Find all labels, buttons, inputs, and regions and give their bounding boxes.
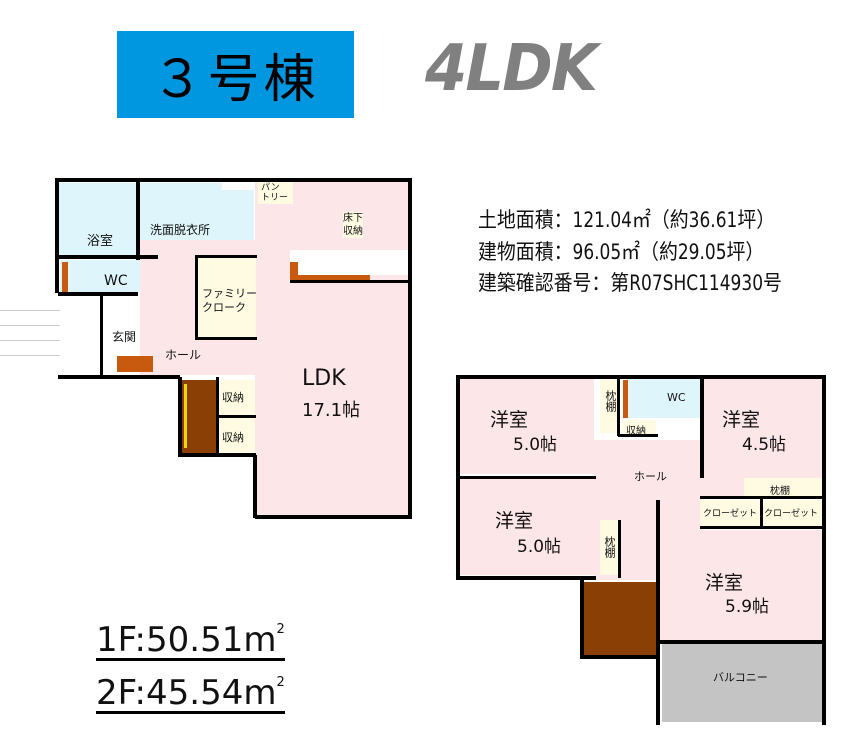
shelf-ne: [744, 478, 822, 496]
family-closet: [198, 258, 256, 338]
f1-west-wall-upper: [55, 178, 59, 293]
wash-room-ext: [222, 190, 254, 245]
label-bath: 浴室: [87, 234, 114, 249]
kitchen-back-wall: [290, 280, 410, 283]
floor1-area: 1F:50.51m2: [96, 612, 285, 661]
property-info: 土地面積：121.04㎡（約36.61坪） 建物面積：96.05㎡（約29.05…: [478, 205, 782, 300]
storage-west-wall: [216, 377, 219, 455]
f2-south-wall-west: [456, 576, 596, 580]
storage-divider: [216, 415, 256, 418]
label-room-ne: 洋室: [722, 409, 761, 431]
f1-ldk-west-wall: [253, 455, 257, 518]
bath-wash-wall: [136, 182, 140, 260]
label-storage-2: 収納: [222, 431, 244, 444]
label-room-nw-size: 5.0帖: [513, 435, 558, 455]
kitchen-counter-end: [290, 262, 298, 276]
closet-north-wall: [700, 496, 826, 499]
closet-north-wall: [195, 255, 257, 258]
label-room-w-size: 5.0帖: [517, 537, 562, 557]
wc-f2-wall-accent: [623, 380, 628, 418]
f1-south-wall-ldk: [255, 515, 412, 519]
kitchen-counter: [290, 250, 408, 275]
label-room-se-size: 5.9帖: [725, 597, 770, 617]
label-room-nw: 洋室: [490, 409, 529, 431]
stair-west-wall: [580, 580, 584, 658]
balcony-north-wall: [658, 640, 826, 644]
shelf-w: [600, 520, 618, 575]
label-closet-1: クローゼット: [703, 509, 758, 519]
label-closet-2: クローゼット: [764, 509, 819, 519]
kitchen-counter-edge: [290, 275, 370, 280]
permit-number-text: 建築確認番号：第R07SHC114930号: [478, 271, 782, 295]
room-w-f2: [459, 478, 594, 575]
label-ldk-size: 17.1帖: [302, 400, 361, 421]
f2-room-divider: [456, 476, 596, 479]
closet-south-wall: [700, 526, 826, 529]
stair-south-wall: [580, 655, 660, 659]
bath-room: [58, 183, 136, 255]
building-number-badge: ３号棟: [117, 31, 354, 118]
label-shelf-w: 枕棚: [603, 536, 616, 558]
shelf-w-wall: [618, 520, 621, 578]
label-shelf-ne: 枕棚: [770, 486, 790, 497]
wc-f2: [626, 378, 700, 418]
label-ldk: LDK: [302, 366, 346, 391]
stairs-f2: [583, 582, 657, 655]
storage-south-wall: [618, 434, 658, 437]
floor1-plan: 浴室 洗面脱衣所 WC パントリー 床下収納 ファミリークローク 玄関 ホール …: [0, 0, 430, 530]
label-storage-1: 収納: [222, 391, 244, 404]
floor-area-totals: 1F:50.51m2 2F:45.54m2: [96, 612, 285, 714]
f1-north-wall: [55, 178, 410, 182]
building-area-text: 建物面積：96.05㎡（約29.05坪）: [478, 239, 765, 264]
label-hall-f1: ホール: [165, 348, 202, 362]
room-nw-f2: [459, 378, 594, 474]
f1-east-wall: [408, 178, 412, 518]
label-hall-f2: ホール: [634, 470, 667, 483]
label-wc-f2: WC: [667, 391, 686, 404]
label-wc-f1: WC: [104, 273, 128, 289]
bath-wc-wall: [58, 255, 158, 259]
f2-east-wall: [822, 375, 826, 725]
floor2-area: 2F:45.54m2: [96, 665, 285, 714]
label-storage-f2: 収納: [626, 426, 646, 437]
label-pantry: パントリー: [261, 183, 289, 203]
entrance-step: [117, 356, 153, 372]
label-room-se: 洋室: [705, 572, 744, 594]
pantry-room: [258, 182, 293, 204]
label-room-w: 洋室: [495, 510, 534, 532]
shelf-nw-wall: [617, 378, 620, 436]
land-area-text: 土地面積：121.04㎡（約36.61坪）: [478, 208, 776, 232]
label-room-ne-size: 4.5帖: [742, 435, 787, 455]
wc-f1-wall-accent: [62, 262, 68, 292]
label-balcony: バルコニー: [713, 671, 768, 684]
f2-north-wall: [456, 375, 826, 379]
layout-type-label: 4LDK: [425, 32, 598, 106]
label-wash-room: 洗面脱衣所: [150, 223, 211, 237]
closet-divider: [760, 496, 763, 528]
shelf-nw: [600, 378, 620, 433]
room-ne-f2: [704, 378, 822, 496]
room-ne-west-wall: [700, 378, 704, 478]
label-underfloor-storage: 床下収納: [343, 212, 363, 238]
room-se-f2: [660, 530, 822, 640]
stairs-f1-rail: [184, 384, 187, 448]
closet-west-wall: [195, 255, 198, 340]
storage-f2: [622, 420, 656, 436]
balcony: [662, 642, 822, 722]
f1-stair-south-wall: [178, 453, 256, 457]
f1-south-wall-west: [58, 375, 180, 379]
label-shelf-nw: 枕棚: [604, 390, 617, 412]
closet-south-wall: [195, 337, 257, 340]
entrance-porch: [0, 300, 60, 370]
label-entrance: 玄関: [112, 330, 137, 344]
hall-east-wall: [656, 500, 660, 725]
ldk-room: [255, 180, 410, 515]
f1-stair-west-wall: [178, 377, 182, 457]
wc-entrance-wall: [58, 292, 138, 296]
label-family-closet: ファミリークローク: [202, 287, 257, 314]
entrance-inner-wall: [100, 296, 103, 376]
